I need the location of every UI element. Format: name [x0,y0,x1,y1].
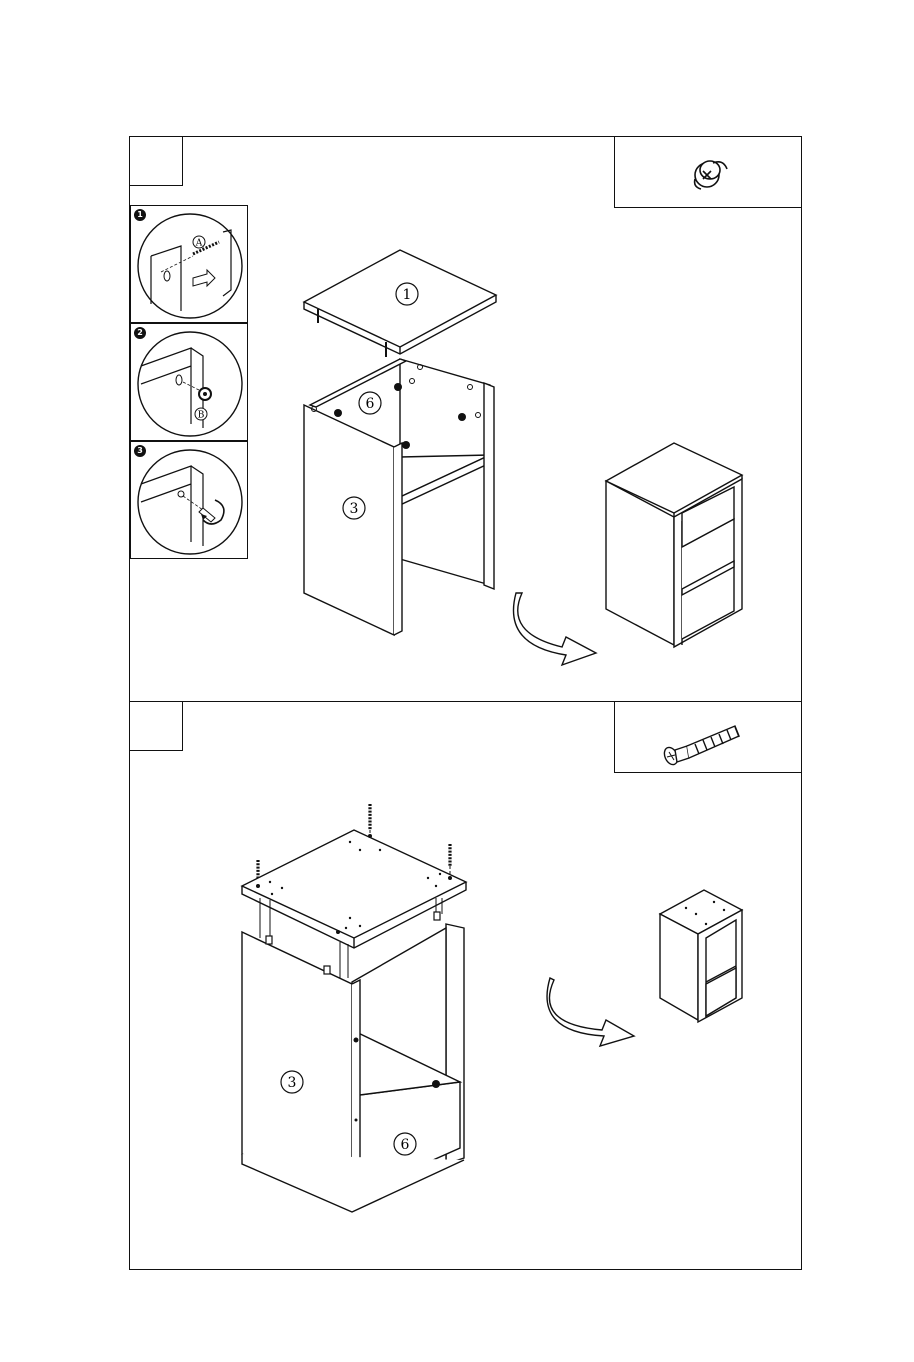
assembled-cabinet [606,443,742,647]
part-3-label: 3 [350,501,359,517]
step-2-panel: 3 6 [129,701,802,1270]
part-1-label: 1 [403,287,412,303]
curved-arrow-icon [547,978,634,1046]
part-3-label: 3 [288,1075,297,1091]
assembled-cabinet [660,890,742,1022]
step-2-assembly-drawing: 3 6 [130,702,803,1271]
part-6-label: 6 [366,396,375,412]
part-6-label: 6 [401,1137,410,1153]
curved-arrow-icon [513,593,596,665]
step-1-assembly-drawing: 1 6 [130,137,803,703]
step-1-panel: 1 A 2 B 3 [129,136,802,702]
